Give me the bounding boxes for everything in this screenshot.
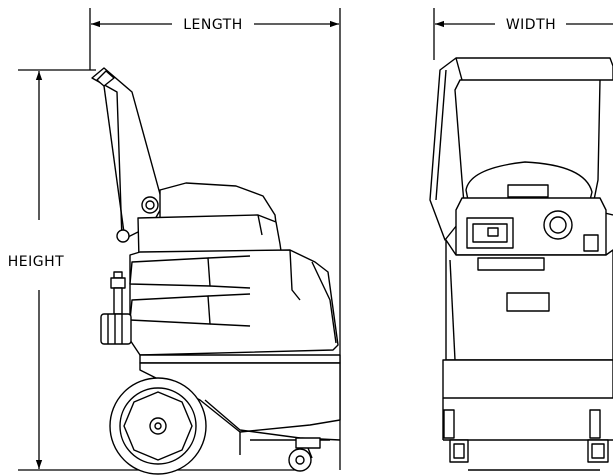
- side-handle: [91, 67, 164, 243]
- front-view: [429, 57, 613, 471]
- side-view: [91, 67, 341, 475]
- width-label: WIDTH: [506, 17, 556, 33]
- front-control-panel: [455, 197, 607, 256]
- side-cabinet: [129, 249, 339, 356]
- height-label: HEIGHT: [8, 254, 64, 270]
- front-base: [442, 359, 613, 441]
- front-side-switch: [583, 234, 599, 252]
- side-base: [139, 354, 341, 455]
- width-dimension: [433, 8, 613, 60]
- vent-slat: [129, 295, 211, 325]
- length-label: LENGTH: [183, 17, 243, 33]
- front-cabinet: [445, 239, 613, 361]
- vent-slat: [129, 257, 211, 287]
- side-front-caster: [288, 437, 321, 472]
- front-casters: [443, 409, 609, 471]
- handle-lower-knob: [116, 229, 130, 243]
- side-gauge-assembly: [100, 271, 132, 345]
- front-label-plate: [506, 292, 550, 312]
- side-rear-wheel: [109, 377, 207, 475]
- front-tank-dome: [465, 161, 593, 201]
